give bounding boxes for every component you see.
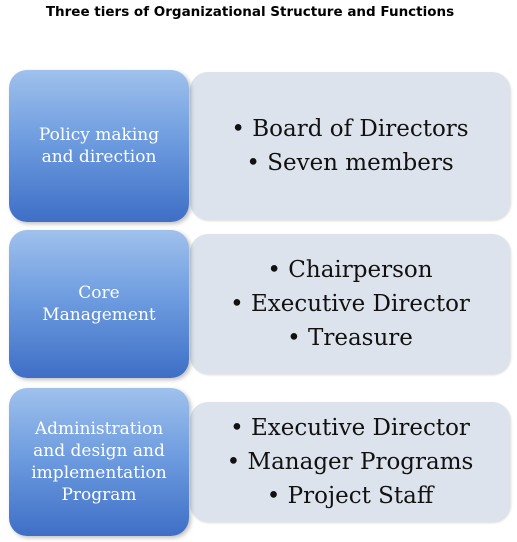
tier-1-block: Policy making and direction [9,70,189,222]
tier-2-label: Core Management [42,283,156,325]
tier-3-label: Administration and design and implementa… [31,419,167,505]
tier-3-item: Project Staff [267,479,434,513]
tier-3-item: Executive Director [230,411,470,445]
tier-1-item: Seven members [246,146,453,180]
tier-2-item: Treasure [287,321,413,355]
tier-2-panel: Chairperson Executive Director Treasure [190,234,510,374]
tier-3-item: Manager Programs [227,445,474,479]
tier-2-item: Executive Director [230,287,470,321]
tier-1-label: Policy making and direction [38,125,160,167]
tier-3-block: Administration and design and implementa… [9,388,189,536]
tier-2-item: Chairperson [267,253,432,287]
diagram-title: Three tiers of Organizational Structure … [45,4,455,20]
tier-1-item: Board of Directors [231,112,468,146]
tier-3-panel: Executive Director Manager Programs Proj… [190,402,510,522]
tier-1-panel: Board of Directors Seven members [190,72,510,220]
tier-2-block: Core Management [9,230,189,378]
